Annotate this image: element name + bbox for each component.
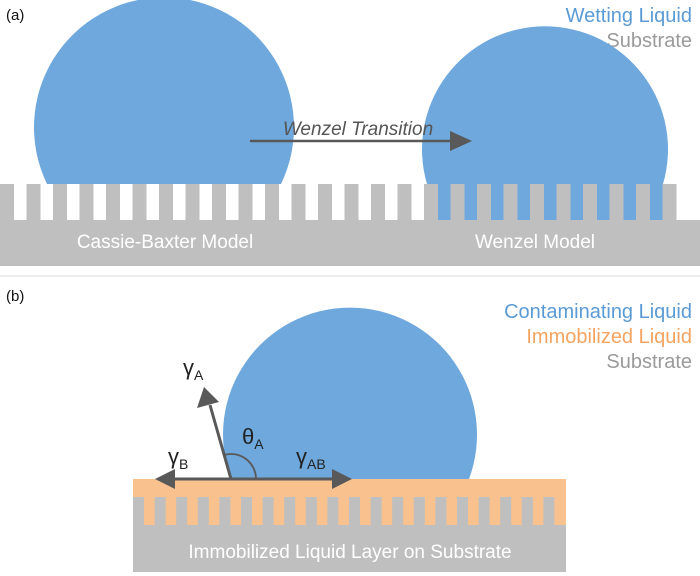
substrate-a-pillar — [344, 184, 359, 221]
substrate-a-pillar — [503, 184, 518, 221]
substrate-a-pillar — [265, 184, 279, 221]
gamma-b-arrowhead — [155, 469, 175, 489]
substrate-a-pillar — [371, 184, 385, 221]
substrate-b-pillar — [327, 497, 339, 526]
substrate-b-pillar — [500, 497, 512, 526]
gamma-ab-arrowhead — [332, 469, 352, 489]
substrate-a-pillar — [636, 184, 650, 221]
substrate-b-pillar — [154, 497, 166, 526]
substrate-b-pillar — [413, 497, 425, 526]
wenzel-droplet — [421, 26, 668, 185]
substrate-b-pillar — [349, 497, 360, 526]
gamma-a-vector — [208, 404, 233, 480]
substrate-a-pillar — [53, 184, 67, 221]
substrate-b-pillar — [478, 497, 490, 526]
substrate-b-pillar — [133, 497, 144, 526]
substrate-a-pillar — [212, 184, 226, 221]
substrate-a-pillar — [397, 184, 412, 221]
substrate-a-pillar — [132, 184, 147, 221]
substrate-a-pillar — [185, 184, 200, 221]
legend-substrate-a: Substrate — [606, 30, 692, 52]
substrate-a-pillar — [609, 184, 624, 221]
gamma-a-symbol: γA — [183, 355, 204, 383]
substrate-a-pillar — [238, 184, 253, 221]
transition-arrow-head — [450, 131, 472, 151]
substrate-a-pillar — [26, 184, 41, 221]
substrate-a-pillar — [0, 184, 14, 221]
cassie-baxter-droplet — [34, 0, 294, 184]
substrate-a-pillar — [79, 184, 94, 221]
legend-substrate-b: Substrate — [606, 351, 692, 373]
substrate-a-pillar — [318, 184, 332, 221]
substrate-b-pillar — [262, 497, 274, 526]
substrate-a-pillar — [477, 184, 491, 221]
substrate-b-pillar — [521, 497, 533, 526]
gamma-a-arrowhead — [197, 387, 219, 408]
substrate-b-pillar — [543, 497, 555, 526]
theta-arc — [223, 453, 257, 480]
substrate-a-pillar — [530, 184, 544, 221]
substrate-a — [0, 184, 700, 266]
legend-contaminating-liquid: Contaminating Liquid — [504, 301, 692, 323]
substrate-a-pillar — [583, 184, 597, 221]
wenzel-label: Wenzel Model — [475, 232, 595, 253]
substrate-a-pillar — [450, 184, 465, 221]
substrate-b-pillar — [284, 497, 296, 526]
substrate-a-pillar — [106, 184, 120, 221]
substrate-b-pillar — [392, 497, 404, 526]
panel-a-label: (a) — [6, 7, 24, 24]
cassie-baxter-label: Cassie-Baxter Model — [77, 232, 253, 253]
immobilized-layer-caption: Immobilized Liquid Layer on Substrate — [188, 542, 511, 563]
substrate-b — [133, 497, 566, 572]
panel-b-label: (b) — [6, 288, 24, 305]
substrate-a-pillar — [556, 184, 571, 221]
substrate-b-pillar — [435, 497, 447, 526]
substrate-b-pillar — [197, 497, 209, 526]
contaminating-droplet — [222, 307, 477, 479]
substrate-b-pillar — [457, 497, 468, 526]
substrate-b-pillar — [305, 497, 317, 526]
substrate-b-pillar — [219, 497, 231, 526]
substrate-a-pillar — [662, 184, 677, 221]
substrate-a-pillar — [159, 184, 173, 221]
legend-wetting-liquid: Wetting Liquid — [566, 5, 692, 27]
substrate-a-pillar — [424, 184, 438, 221]
legend-immobilized-liquid: Immobilized Liquid — [526, 326, 692, 348]
gamma-ab-symbol: γAB — [296, 444, 326, 472]
gamma-b-symbol: γB — [168, 444, 188, 472]
substrate-b-pillar — [370, 497, 382, 526]
substrate-a-pillar — [291, 184, 306, 221]
wenzel-groove-fill — [427, 184, 663, 220]
substrate-b-pillar — [176, 497, 188, 526]
theta-a-symbol: θA — [242, 424, 264, 452]
substrate-b-pillar — [241, 497, 252, 526]
wenzel-transition-label: Wenzel Transition — [283, 119, 433, 140]
